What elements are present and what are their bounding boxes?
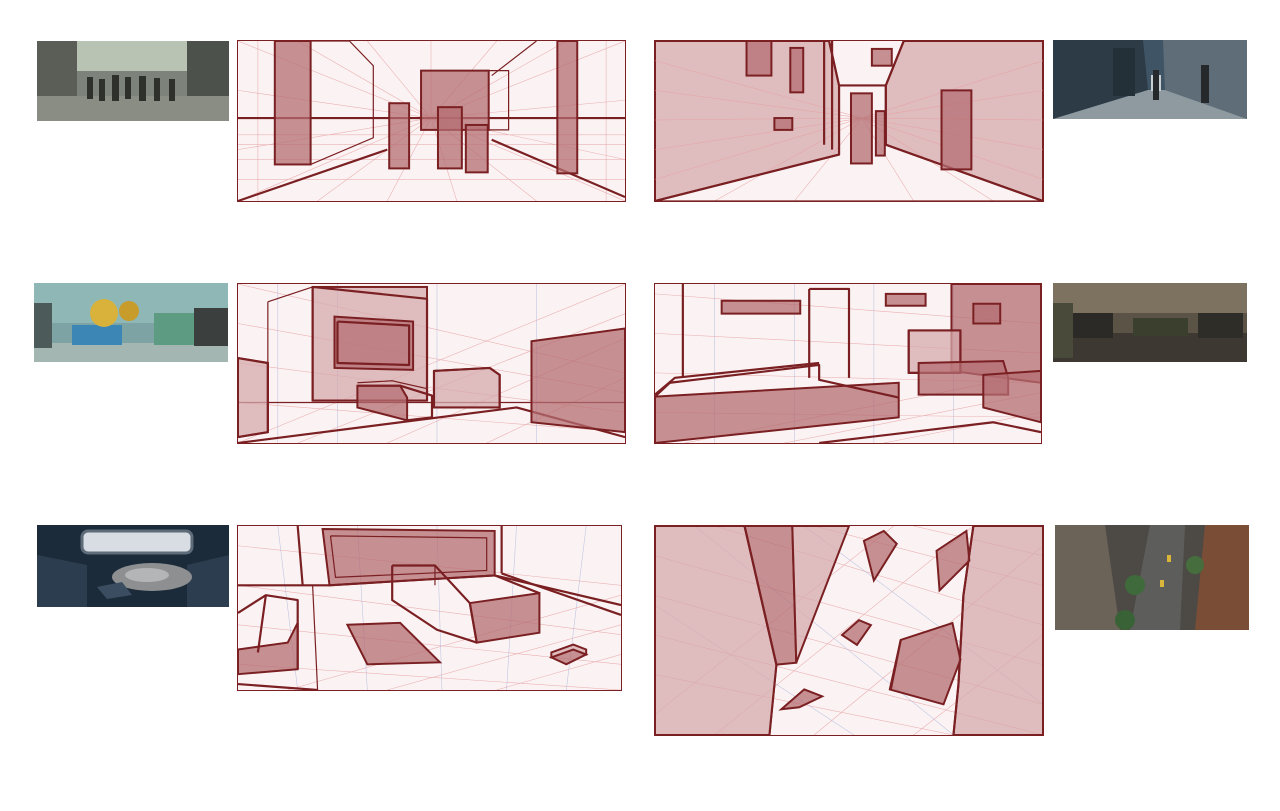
corridor-thumbnail [1053, 40, 1247, 119]
one-point-perspective-corridor-panel [654, 40, 1044, 202]
garage-thumbnail [34, 283, 228, 362]
two-point-perspective-garage-panel [237, 283, 626, 444]
war-street-thumbnail [37, 41, 229, 121]
three-point-perspective-hangar-panel [237, 525, 622, 691]
aerial-street-thumbnail [1055, 525, 1249, 630]
hangar-thumbnail [37, 525, 229, 607]
one-point-perspective-street-panel [237, 40, 626, 202]
bunker-thumbnail [1053, 283, 1247, 362]
three-point-perspective-city-panel [654, 525, 1044, 736]
two-point-perspective-room-panel [654, 283, 1042, 444]
